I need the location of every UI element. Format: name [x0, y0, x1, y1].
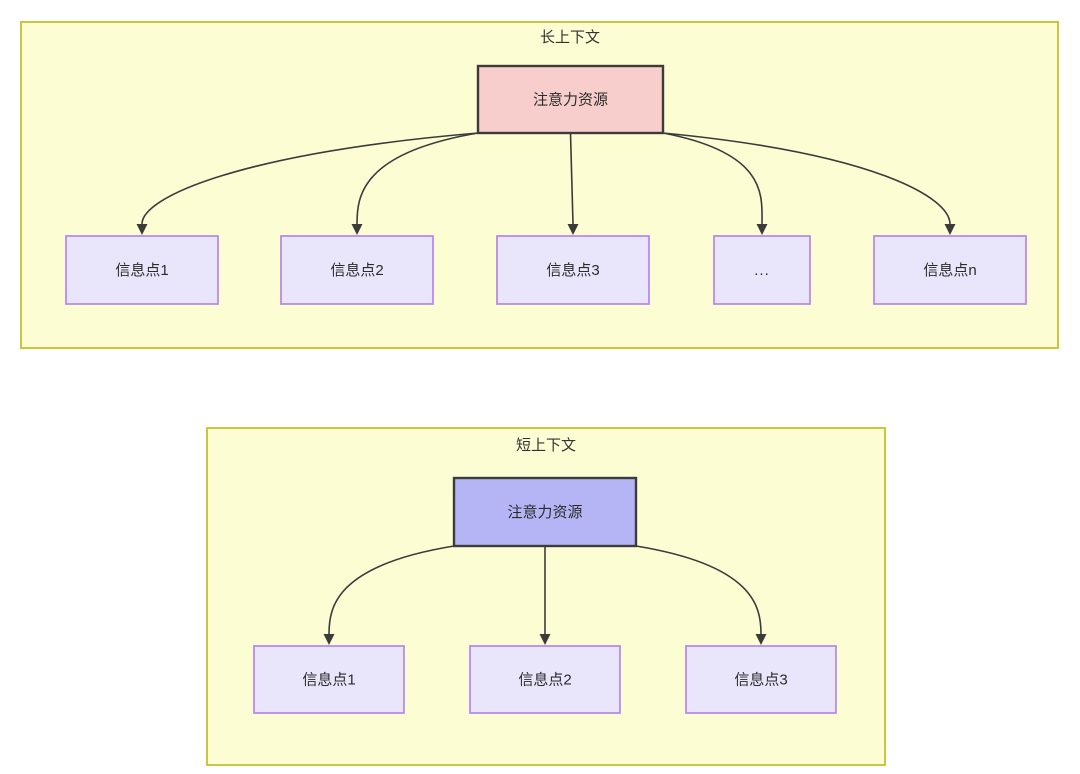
- edge-line: [141, 132, 479, 225]
- node-leaf-long-2[interactable]: [280, 235, 434, 305]
- edge: [323, 545, 455, 645]
- node-leaf-long-5[interactable]: [873, 235, 1027, 305]
- edge-line: [356, 132, 479, 225]
- arrow-head-icon: [323, 634, 335, 645]
- node-leaf-long-3[interactable]: [496, 235, 650, 305]
- node-label-leaf-short-3: 信息点3: [734, 671, 787, 688]
- edge: [351, 132, 479, 235]
- arrow-head-icon: [351, 224, 363, 235]
- node-leaf-long-1[interactable]: [65, 235, 219, 305]
- edge: [662, 132, 956, 235]
- arrow-head-icon: [351, 224, 363, 235]
- arrow-head-icon: [539, 634, 551, 645]
- edge-line: [569, 132, 574, 225]
- arrow-head-icon: [755, 634, 767, 645]
- node-root-long[interactable]: [476, 64, 665, 135]
- node-label-root-short: 注意力资源: [507, 503, 582, 521]
- node-root-short[interactable]: [452, 476, 638, 548]
- arrow-head-icon: [136, 224, 148, 235]
- arrow-head-icon: [944, 224, 956, 235]
- edge: [635, 545, 767, 645]
- arrow-head-icon: [567, 224, 579, 235]
- edge-line: [662, 132, 951, 225]
- arrow-head-icon: [755, 634, 767, 645]
- arrow-head-icon: [756, 224, 768, 235]
- edge-line: [328, 545, 455, 635]
- arrow-head-icon: [323, 634, 335, 645]
- node-label-leaf-long-5: 信息点n: [923, 262, 976, 279]
- node-leaf-short-3[interactable]: [685, 645, 837, 714]
- node-leaf-short-1[interactable]: [253, 645, 405, 714]
- node-label-leaf-long-2: 信息点2: [330, 262, 383, 279]
- arrow-head-icon: [136, 224, 148, 235]
- edge: [539, 546, 551, 645]
- group-title-short-context: 短上下文: [516, 437, 576, 454]
- arrow-head-icon: [756, 224, 768, 235]
- node-label-leaf-long-3: 信息点3: [546, 262, 599, 279]
- edge: [662, 132, 768, 235]
- edge-line: [662, 132, 763, 225]
- node-leaf-short-2[interactable]: [469, 645, 621, 714]
- edge-line: [635, 545, 762, 635]
- arrow-head-icon: [944, 224, 956, 235]
- node-label-leaf-short-1: 信息点1: [302, 671, 355, 688]
- group-title-long-context: 长上下文: [540, 29, 600, 46]
- edge: [567, 132, 579, 235]
- edge: [136, 132, 479, 235]
- node-label-root-long: 注意力资源: [533, 90, 608, 108]
- arrow-head-icon: [539, 634, 551, 645]
- arrow-head-icon: [567, 224, 579, 235]
- node-label-leaf-long-1: 信息点1: [115, 262, 168, 279]
- node-label-leaf-long-4: ...: [754, 262, 770, 279]
- node-leaf-long-4[interactable]: [713, 235, 811, 305]
- node-label-leaf-short-2: 信息点2: [518, 671, 571, 688]
